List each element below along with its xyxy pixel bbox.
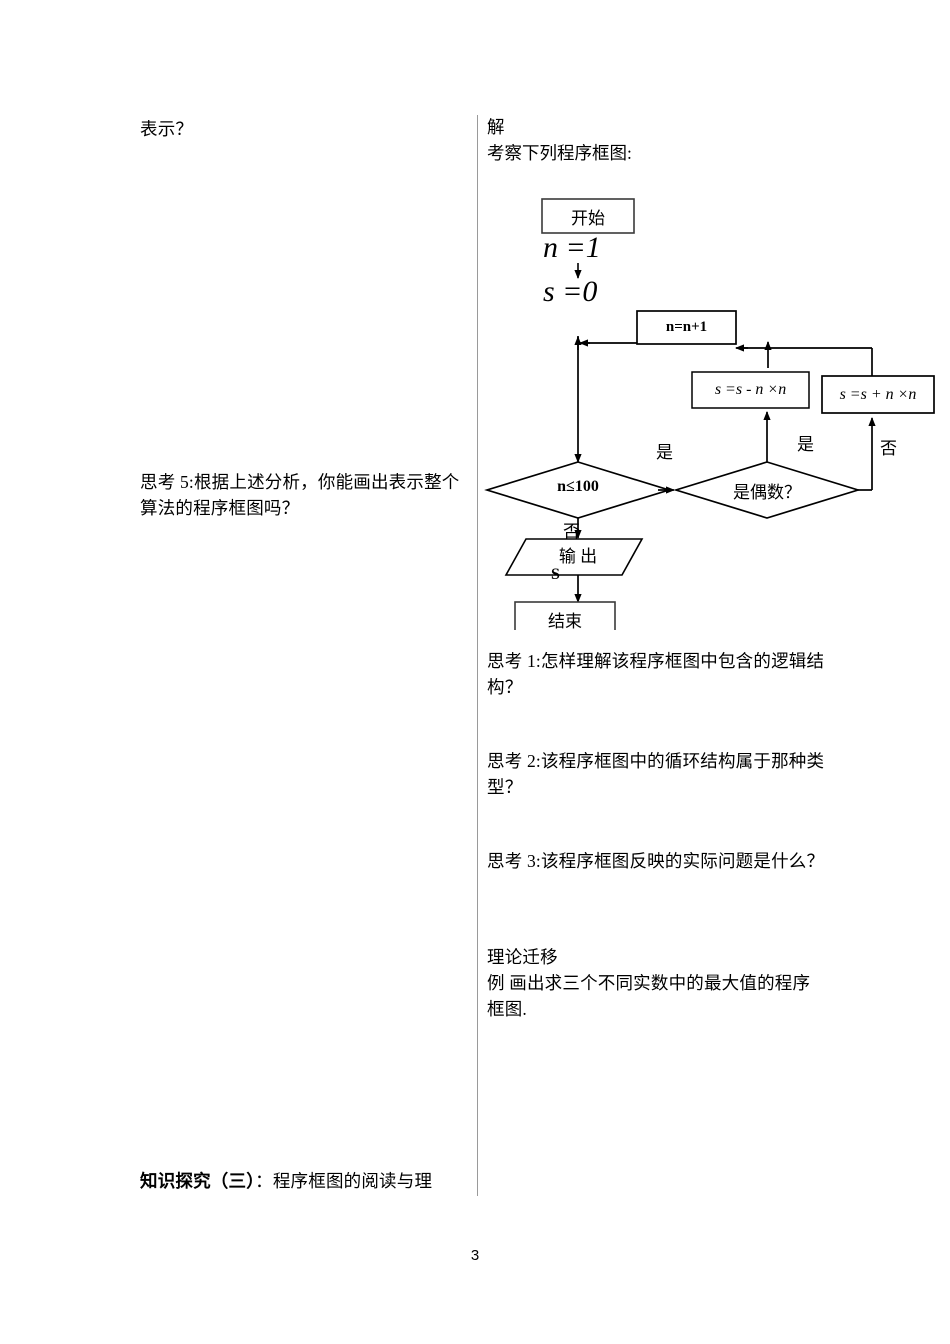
node-subtract-label: s =s - n ×n bbox=[714, 381, 787, 398]
question-3: 思考 3:该程序框图反映的实际问题是什么？ bbox=[487, 851, 825, 871]
node-condition-even-label: 是偶数？ bbox=[733, 483, 801, 502]
theory-label: 理论迁移 bbox=[487, 947, 558, 967]
node-increment-box bbox=[636, 310, 737, 345]
node-end-label: 结束 bbox=[548, 611, 582, 631]
column-divider bbox=[477, 115, 478, 1196]
theory-block: 理论迁移 例 画出求三个不同实数中的最大值的程序框图. bbox=[487, 944, 827, 1022]
node-output-variable: S bbox=[551, 566, 560, 583]
edge-label-even-yes: 是 bbox=[797, 435, 814, 454]
edge-label-even-no: 否 bbox=[880, 439, 897, 458]
left-top-text: 表示？ bbox=[140, 119, 194, 139]
answer-label: 解 bbox=[487, 117, 505, 137]
node-init-s-label: s =0 bbox=[543, 275, 598, 308]
question-1: 思考 1:怎样理解该程序框图中包含的逻辑结构？ bbox=[487, 651, 825, 697]
edge-label-loop-yes: 是 bbox=[656, 443, 673, 462]
flowchart: 开始 n =1 s =0 n=n+1 s =s - n ×n s =s + n … bbox=[470, 190, 940, 631]
node-output-label: 输 出 bbox=[558, 547, 598, 566]
node-increment-label: n=n+1 bbox=[665, 319, 708, 335]
page-number: 3 bbox=[470, 1247, 480, 1264]
right-column-intro: 解 考察下列程序框图: bbox=[487, 114, 927, 166]
left-bottom-heading: 知识探究（三）：程序框图的阅读与理 bbox=[140, 1168, 480, 1194]
question-2: 思考 2:该程序框图中的循环结构属于那种类型？ bbox=[487, 751, 825, 797]
left-thinking5-text: 思考 5:根据上述分析，你能画出表示整个算法的程序框图吗？ bbox=[140, 472, 460, 518]
intro-text: 考察下列程序框图: bbox=[487, 143, 632, 163]
node-subtract-box bbox=[691, 371, 810, 409]
edge-label-loop-no: 否 bbox=[563, 522, 580, 541]
node-add-box bbox=[821, 375, 935, 414]
node-add-label: s =s + n ×n bbox=[839, 385, 917, 403]
node-output-parallelogram bbox=[504, 538, 644, 576]
left-bottom-heading-bold: 知识探究（三） bbox=[140, 1171, 256, 1191]
node-start-box bbox=[541, 198, 635, 234]
node-condition-loop-label: n≤100 bbox=[557, 478, 599, 495]
node-init-n-label: n =1 bbox=[543, 231, 601, 264]
left-bottom-heading-rest: ：程序框图的阅读与理 bbox=[255, 1171, 433, 1191]
node-end-box bbox=[514, 601, 616, 630]
node-start-label: 开始 bbox=[571, 208, 605, 228]
theory-example: 例 画出求三个不同实数中的最大值的程序框图. bbox=[487, 973, 811, 1019]
node-condition-even-diamond bbox=[673, 461, 861, 519]
